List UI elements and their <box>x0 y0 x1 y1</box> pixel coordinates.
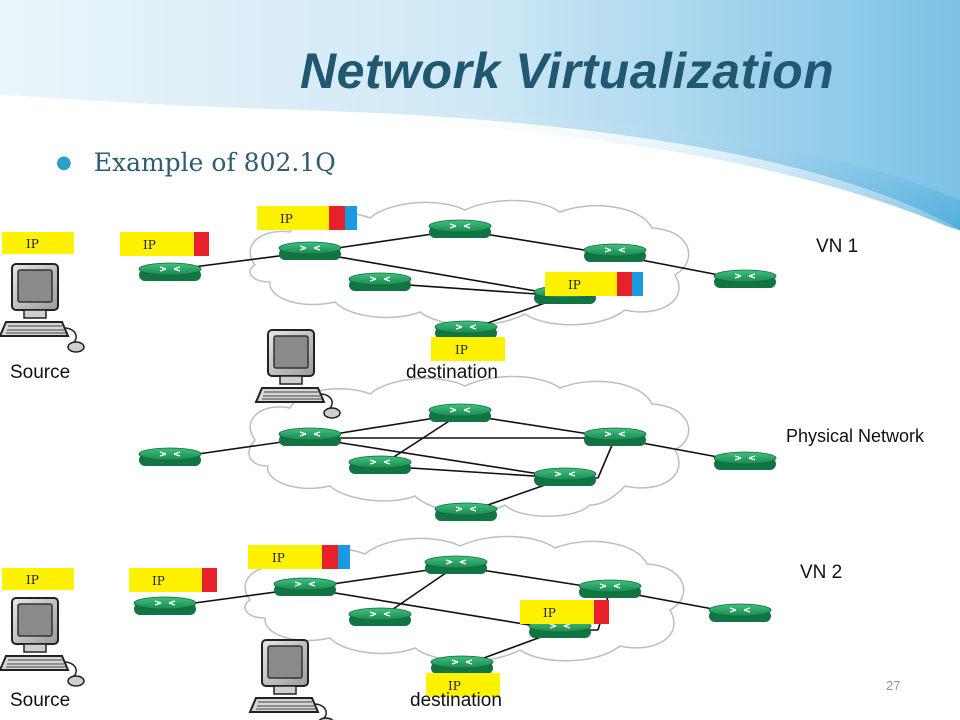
svg-text:IP: IP <box>568 278 581 292</box>
svg-text:IP: IP <box>543 606 556 620</box>
vn2-router-edge-right <box>708 603 772 623</box>
packet-vn1-red-tag: IP <box>120 232 209 256</box>
source-computer-top <box>0 263 85 353</box>
vn1-router-bottom <box>434 320 498 340</box>
svg-text:IP: IP <box>280 212 293 226</box>
vn1-router-c <box>348 272 412 292</box>
vn1-router-edge-left <box>138 262 202 282</box>
vn1-router-a <box>278 241 342 261</box>
header-swoosh <box>0 0 960 234</box>
svg-text:IP: IP <box>272 551 285 565</box>
packet-vn1-double-tag-mid: IP <box>545 272 643 296</box>
vn1-router-b <box>428 219 492 239</box>
source-computer-bottom <box>0 597 85 687</box>
slide-title: Network Virtualization <box>300 43 835 99</box>
bullet-text: Example of 802.1Q <box>93 148 336 177</box>
label-vn1: VN 1 <box>816 236 859 257</box>
vn1-network <box>138 199 777 340</box>
vn2-router-edge-left <box>133 596 197 616</box>
vn2-router-c <box>348 607 412 627</box>
svg-text:IP: IP <box>152 574 165 588</box>
destination-computer-bottom <box>249 639 335 720</box>
packet-vn1-source: IP <box>2 232 74 254</box>
svg-text:IP: IP <box>26 237 39 251</box>
packet-vn1-destination: IP <box>431 337 505 361</box>
phys-router-bottom <box>434 502 498 522</box>
packet-vn2-red-tag: IP <box>129 568 217 592</box>
svg-text:IP: IP <box>143 238 156 252</box>
packet-vn2-red-tag-mid: IP <box>520 600 609 624</box>
physical-network <box>138 375 777 522</box>
phys-router-b <box>428 403 492 423</box>
label-source-top: Source <box>10 362 71 383</box>
phys-router-a <box>278 427 342 447</box>
phys-router-c <box>348 455 412 475</box>
vn2-router-bottom <box>430 655 494 675</box>
vn1-router-d <box>583 243 647 263</box>
label-physical-network: Physical Network <box>786 426 925 446</box>
bullet-item: ● Example of 802.1Q <box>56 148 336 177</box>
page-number: 27 <box>886 678 901 693</box>
svg-text:IP: IP <box>455 343 468 357</box>
vn2-router-a <box>273 577 337 597</box>
vn2-router-d <box>578 579 642 599</box>
svg-text:IP: IP <box>448 679 461 693</box>
phys-router-edge-right <box>713 451 777 471</box>
label-source-bottom: Source <box>10 690 71 711</box>
label-vn2: VN 2 <box>800 562 843 583</box>
vn2-router-b <box>424 555 488 575</box>
phys-router-edge-left <box>138 447 202 467</box>
packet-vn2-source: IP <box>2 568 74 590</box>
packet-vn2-double-tag-top: IP <box>248 545 350 569</box>
phys-router-d <box>583 427 647 447</box>
vn2-network <box>133 535 772 675</box>
phys-router-e <box>533 467 597 487</box>
label-destination-bottom: destination <box>410 690 502 711</box>
packet-vn1-double-tag-top: IP <box>257 206 357 230</box>
label-destination-top: destination <box>406 362 498 383</box>
vn1-router-edge-right <box>713 269 777 289</box>
packet-vn2-destination: IP <box>426 673 500 697</box>
svg-text:IP: IP <box>26 573 39 587</box>
bullet-dot-icon: ● <box>56 152 72 173</box>
